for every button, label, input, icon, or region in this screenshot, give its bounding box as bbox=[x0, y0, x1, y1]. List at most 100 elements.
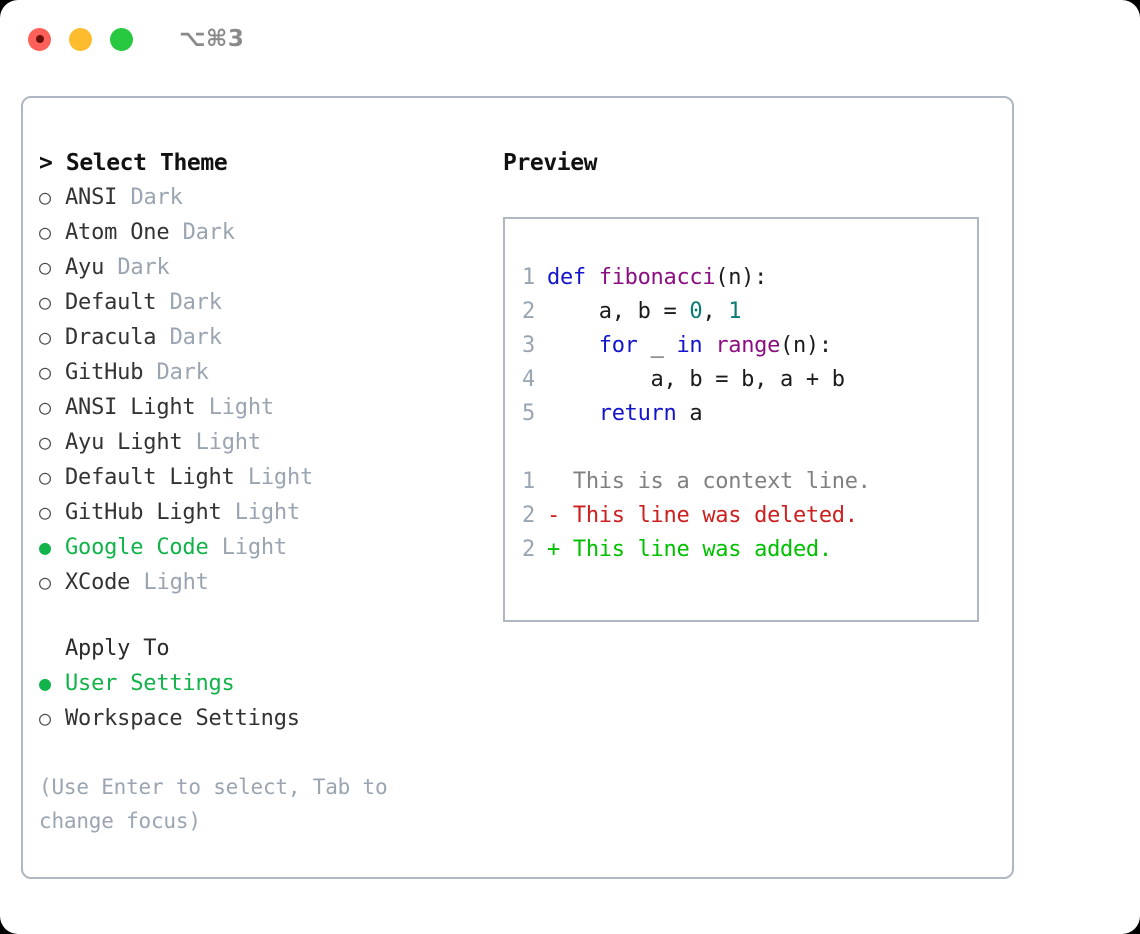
theme-option-kind: Light bbox=[143, 570, 209, 595]
theme-option-dracula[interactable]: ○Dracula Dark bbox=[39, 320, 489, 355]
radio-unselected-icon: ○ bbox=[39, 360, 52, 384]
code-token-plain: (n): bbox=[715, 265, 768, 290]
separator-space bbox=[130, 566, 143, 600]
page-title: > Select Theme bbox=[39, 150, 228, 176]
code-line-content: return a bbox=[547, 397, 703, 431]
separator-space bbox=[156, 286, 169, 320]
apply-to-option-workspace-settings[interactable]: ○Workspace Settings bbox=[39, 701, 489, 736]
theme-option-default[interactable]: ○Default Dark bbox=[39, 285, 489, 320]
apply-to-list[interactable]: ●User Settings○Workspace Settings bbox=[39, 666, 489, 736]
line-number: 5 bbox=[522, 401, 535, 426]
theme-option-github[interactable]: ○ GitHub Dark bbox=[39, 355, 489, 390]
theme-option-label: Google Code bbox=[65, 535, 209, 560]
theme-option-label: GitHub Light bbox=[65, 500, 222, 525]
theme-option-kind: Dark bbox=[169, 290, 222, 315]
theme-option-kind: Light bbox=[234, 500, 301, 525]
radio-unselected-icon: ○ bbox=[39, 500, 52, 524]
code-token-fn: range bbox=[715, 333, 781, 358]
theme-selection-pane: > Select Theme ○ANSI Dark○Atom One Dark○… bbox=[39, 146, 489, 838]
radio-unselected-icon: ○ bbox=[39, 570, 52, 594]
theme-option-kind: Light bbox=[221, 535, 287, 560]
apply-to-option-label: User Settings bbox=[65, 671, 235, 696]
radio-unselected-icon: ○ bbox=[39, 430, 52, 454]
code-line: 3 for _ in range(n): bbox=[505, 329, 977, 363]
preview-title: Preview bbox=[503, 150, 598, 176]
theme-list[interactable]: ○ANSI Dark○Atom One Dark○Ayu Dark○Defaul… bbox=[39, 180, 489, 600]
theme-option-ayu[interactable]: ○ Ayu Dark bbox=[39, 250, 489, 285]
keyboard-shortcut-label: ⌥⌘3 bbox=[179, 26, 245, 52]
theme-option-label: Ayu Light bbox=[65, 430, 183, 455]
radio-unselected-icon: ○ bbox=[39, 255, 52, 279]
theme-option-label: Default bbox=[65, 290, 157, 315]
code-line-content: + This line was added. bbox=[547, 533, 832, 567]
line-number: 1 bbox=[522, 265, 535, 290]
theme-option-ayu-light[interactable]: ○Ayu Light Light bbox=[39, 425, 489, 460]
code-line-content: - This line was deleted. bbox=[547, 499, 858, 533]
line-number: 2 bbox=[522, 503, 535, 528]
theme-option-label: Ayu bbox=[65, 255, 105, 280]
radio-unselected-icon: ○ bbox=[39, 325, 52, 349]
code-token-plain: a, b = bbox=[547, 299, 690, 324]
theme-option-google-code[interactable]: ● Google Code Light bbox=[39, 530, 489, 565]
apply-to-option-user-settings[interactable]: ●User Settings bbox=[39, 666, 489, 701]
theme-option-kind: Dark bbox=[117, 255, 170, 280]
code-token-plain bbox=[547, 401, 599, 426]
separator-space bbox=[195, 391, 208, 425]
minimize-button[interactable] bbox=[69, 27, 92, 51]
theme-option-label: XCode bbox=[65, 570, 131, 595]
code-line-content: a, b = 0, 1 bbox=[547, 295, 742, 329]
code-token-plain: _ bbox=[637, 333, 677, 358]
line-number: 2 bbox=[522, 537, 535, 562]
separator-space bbox=[117, 181, 130, 215]
theme-option-ansi-light[interactable]: ○ANSI Light Light bbox=[39, 390, 489, 425]
theme-option-label: ANSI Light bbox=[65, 395, 196, 420]
code-token-plain: , bbox=[702, 299, 729, 324]
theme-option-kind: Dark bbox=[156, 360, 209, 385]
radio-selected-icon: ● bbox=[39, 535, 52, 559]
separator-space bbox=[143, 356, 156, 390]
line-number: 2 bbox=[522, 299, 535, 324]
radio-unselected-icon: ○ bbox=[39, 395, 52, 419]
theme-picker-dialog: > Select Theme ○ANSI Dark○Atom One Dark○… bbox=[21, 96, 1014, 879]
radio-unselected-icon: ○ bbox=[39, 185, 52, 209]
keyboard-hint-text: (Use Enter to select, Tab to change focu… bbox=[39, 775, 388, 833]
code-token-add: + This line was added. bbox=[547, 537, 832, 562]
maximize-button[interactable] bbox=[110, 27, 133, 51]
theme-option-kind: Dark bbox=[182, 220, 235, 245]
code-token-del: - This line was deleted. bbox=[547, 503, 858, 528]
code-token-kw: return bbox=[598, 401, 677, 426]
code-token-kw: in bbox=[676, 333, 703, 358]
code-token-plain: (n): bbox=[780, 333, 832, 358]
code-line-content: a, b = b, a + b bbox=[547, 363, 846, 397]
theme-option-xcode[interactable]: ○ XCode Light bbox=[39, 565, 489, 600]
separator-space bbox=[169, 216, 182, 250]
code-line: 2 a, b = 0, 1 bbox=[505, 295, 977, 329]
theme-option-label: GitHub bbox=[65, 360, 144, 385]
theme-option-kind: Dark bbox=[130, 185, 183, 210]
close-button[interactable] bbox=[28, 27, 51, 51]
code-token-num: 0 bbox=[689, 299, 703, 324]
line-number: 1 bbox=[522, 469, 535, 494]
code-token-num: 1 bbox=[728, 299, 742, 324]
apply-to-option-label: Workspace Settings bbox=[65, 706, 300, 731]
radio-unselected-icon: ○ bbox=[39, 220, 52, 244]
separator-space bbox=[235, 461, 248, 495]
theme-option-github-light[interactable]: ○ GitHub Light Light bbox=[39, 495, 489, 530]
theme-option-default-light[interactable]: ○Default Light Light bbox=[39, 460, 489, 495]
code-line: 5 return a bbox=[505, 397, 977, 431]
spacer bbox=[39, 600, 489, 632]
code-token-ctx: This is a context line. bbox=[547, 469, 871, 494]
radio-unselected-icon: ○ bbox=[39, 465, 52, 489]
theme-option-ansi[interactable]: ○ANSI Dark bbox=[39, 180, 489, 215]
code-token-kw: for bbox=[598, 333, 638, 358]
separator-space bbox=[222, 496, 235, 530]
theme-option-atom-one[interactable]: ○Atom One Dark bbox=[39, 215, 489, 250]
title-bar: ⌥⌘3 bbox=[0, 0, 1140, 78]
theme-option-label: Dracula bbox=[65, 325, 157, 350]
code-token-kw: def bbox=[547, 265, 599, 290]
recording-indicator-icon bbox=[35, 35, 44, 43]
